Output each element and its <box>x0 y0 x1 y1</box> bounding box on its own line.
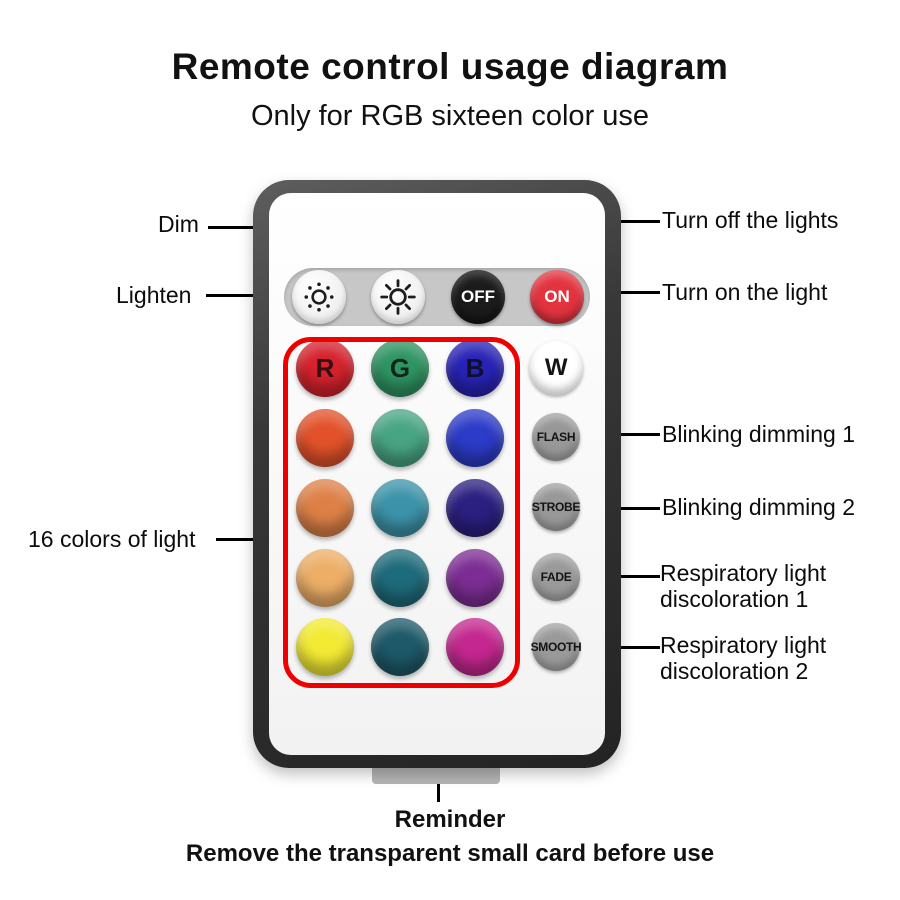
remote-control: OFF ON R G B W <box>253 180 621 768</box>
off-button-label: OFF <box>461 287 495 306</box>
off-button[interactable]: OFF <box>451 270 505 324</box>
on-button-label: ON <box>544 287 570 306</box>
page-title: Remote control usage diagram <box>171 46 729 87</box>
dim-label: Dim <box>158 211 199 237</box>
strobe-button[interactable]: STROBE <box>532 483 580 531</box>
blue-button[interactable]: B <box>446 339 504 397</box>
color-button[interactable] <box>296 618 354 676</box>
turn-on-label: Turn on the light <box>662 279 828 305</box>
blinking-dimming-1-label: Blinking dimming 1 <box>662 421 856 447</box>
strobe-button-label: STROBE <box>531 500 581 514</box>
color-button[interactable] <box>446 618 504 676</box>
lighten-button[interactable] <box>371 270 425 324</box>
white-button-label: W <box>544 354 568 381</box>
annotation-line <box>437 783 440 802</box>
annotation-line <box>591 291 660 294</box>
respiratory-1-label: Respiratory light discoloration 1 <box>660 560 826 612</box>
red-button[interactable]: R <box>296 339 354 397</box>
dim-button[interactable] <box>292 270 346 324</box>
respiratory-2-line2: discoloration 2 <box>660 658 809 684</box>
dim-sun-icon <box>304 282 334 312</box>
white-button[interactable]: W <box>529 341 583 395</box>
smooth-button-label: SMOOTH <box>530 640 582 654</box>
green-button[interactable]: G <box>371 339 429 397</box>
respiratory-1-line2: discoloration 1 <box>660 586 809 612</box>
annotation-line <box>216 538 284 541</box>
flash-button[interactable]: FLASH <box>532 413 580 461</box>
bright-sun-icon <box>380 279 416 315</box>
sixteen-colors-label: 16 colors of light <box>28 526 196 552</box>
color-button[interactable] <box>446 549 504 607</box>
respiratory-2-line1: Respiratory light <box>660 632 827 658</box>
respiratory-2-label: Respiratory light discoloration 2 <box>660 632 826 684</box>
blinking-dimming-2-label: Blinking dimming 2 <box>662 494 856 520</box>
reminder-title: Reminder <box>394 806 506 833</box>
color-button[interactable] <box>371 409 429 467</box>
top-button-group: OFF ON <box>284 268 590 326</box>
blue-button-label: B <box>465 352 485 383</box>
on-button[interactable]: ON <box>530 270 584 324</box>
color-button[interactable] <box>371 479 429 537</box>
green-button-label: G <box>389 352 411 383</box>
flash-button-label: FLASH <box>536 430 576 444</box>
turn-off-label: Turn off the lights <box>662 207 839 233</box>
respiratory-1-line1: Respiratory light <box>660 560 827 586</box>
annotation-line <box>591 575 660 578</box>
color-button[interactable] <box>296 549 354 607</box>
color-button[interactable] <box>296 479 354 537</box>
color-button[interactable] <box>296 409 354 467</box>
color-button[interactable] <box>446 479 504 537</box>
fade-button-label: FADE <box>540 570 572 584</box>
annotation-line <box>591 507 660 510</box>
annotation-line <box>591 646 660 649</box>
smooth-button[interactable]: SMOOTH <box>530 623 582 671</box>
fade-button[interactable]: FADE <box>532 553 580 601</box>
annotation-line <box>591 433 660 436</box>
reminder-note: Remove the transparent small card before… <box>185 840 715 867</box>
color-button[interactable] <box>371 618 429 676</box>
red-button-label: R <box>315 352 335 383</box>
page-subtitle: Only for RGB sixteen color use <box>250 100 650 132</box>
annotation-line <box>206 294 285 297</box>
color-button[interactable] <box>371 549 429 607</box>
lighten-label: Lighten <box>116 282 192 308</box>
color-button[interactable] <box>446 409 504 467</box>
